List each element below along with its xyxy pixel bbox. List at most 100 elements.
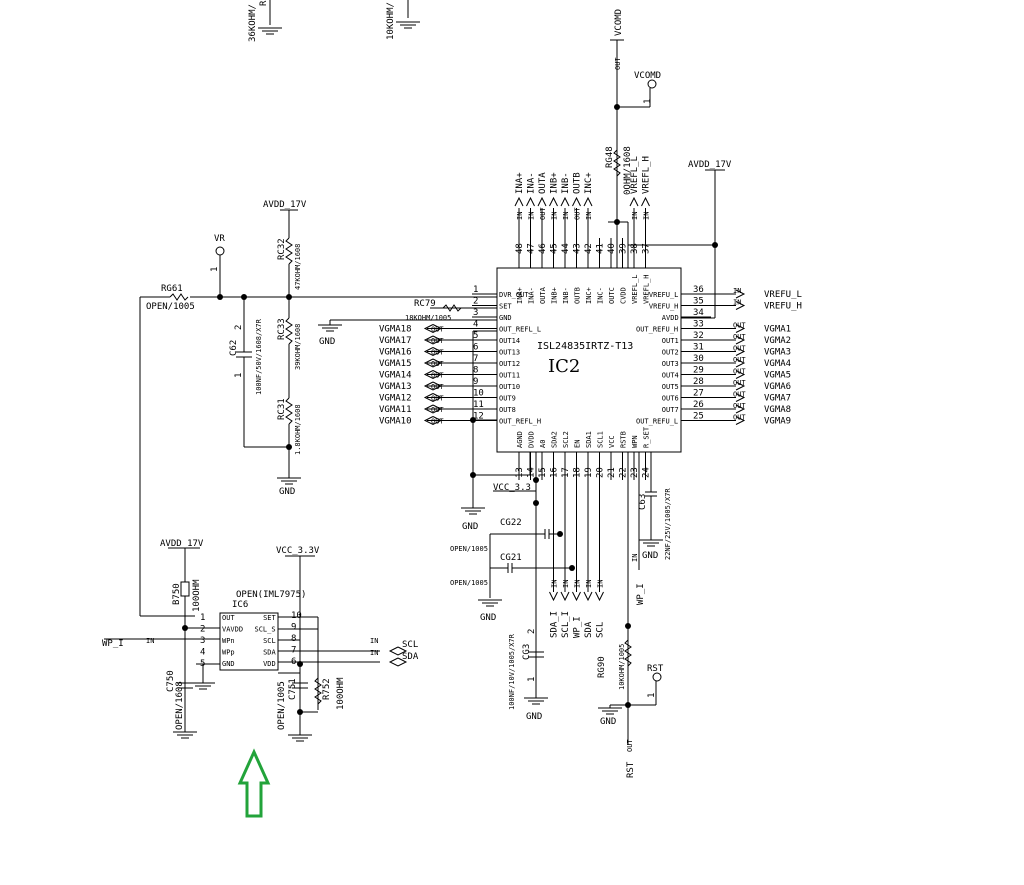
ic2-pin-number: 14 [527,467,537,478]
ic2-pin-name: OUTB [574,287,582,304]
bottom-net-port [583,591,593,602]
ic2-pin-name: OUT9 [499,395,516,403]
bottom-net-label: SDA [584,621,594,638]
left-net-port [423,381,443,391]
wp-port-dir: IN [631,554,639,562]
ic2-pin-name: SDA1 [585,431,593,448]
ic2-pin-name: OUT6 [662,395,679,403]
ic2-pin-number: 39 [619,243,629,254]
ic2-reference: IC2 [548,356,580,377]
ic2-pin-number: 29 [693,366,704,376]
gnd-rc31-label: GND [279,487,295,497]
ic2-pin-name: OUT2 [662,349,679,357]
ic2-pin-number: 9 [473,377,478,387]
c750-value: OPEN/1608 [175,681,185,730]
top-net-dir: IN [631,212,639,220]
ic2-pin-name: VCC [608,435,616,448]
vcomd-test-point-pin: 1 [643,99,653,104]
r752-ref: R752 [322,678,332,700]
ic6-pin-number: 9 [291,623,296,633]
right-net-label: VREFU_L [764,290,802,300]
ic6-pin-number: 5 [200,659,205,669]
b750-ref: B750 [172,583,182,605]
ic2-pin-name: INC+ [585,287,593,304]
rst-test-point-pin: 1 [647,693,657,698]
cg22-value: OPEN/1005 [450,545,488,553]
ic2-pin-name: SCL2 [562,431,570,448]
right-net-port [735,347,746,356]
ic2-pin-name: GND [499,314,512,322]
cg3-pin2: 2 [527,629,537,634]
left-net-label: VGMA10 [379,417,412,427]
top-resistor-1-ref-cut: R [259,0,269,6]
left-net-port [423,393,443,403]
bottom-net-dir: IN [597,580,605,588]
ic6-pin-name: OUT [222,614,235,622]
ic2-pin-name: A0 [539,440,547,448]
top-net-dir: IN [562,212,570,220]
right-net-dir: OUT [733,402,746,410]
right-net-port [735,335,746,345]
cg21-ref: CG21 [500,553,522,563]
top-net-port [641,196,650,207]
bottom-net-port [595,591,604,602]
left-net-dir: OUT [431,337,444,345]
ic2-pin-name: OUT8 [499,406,516,414]
rc32-ref: RC32 [277,238,287,260]
ic2-pin-name: VREFL_H [643,274,651,304]
ic2-pin-name: OUT11 [499,372,520,380]
ic2-pin-number: 2 [473,297,478,307]
rc31-ref: RC31 [277,398,287,420]
ic2-pin-number: 28 [693,377,704,387]
ic2-pin-number: 48 [515,243,525,254]
ic6-pin-name: SET [263,614,276,622]
rg90-value: 10KOHM/1005 [618,644,626,690]
right-net-label: VGMA6 [764,382,791,392]
ic2-pin-name: INC- [597,287,605,304]
top-net-dir: IN [643,212,651,220]
right-net-label: VGMA9 [764,417,791,427]
bottom-net-label: SCL_I [561,611,571,638]
ic2-pin-name: WPN [631,435,639,448]
ic6-pin-name: SCL [263,637,276,645]
ic2-pin-name: OUT12 [499,360,520,368]
bottom-net-dir: IN [562,580,570,588]
rc31-value: 1.8KOHM/1608 [294,404,302,455]
right-net-port [735,324,746,333]
ic2-pin-number: 3 [473,308,478,318]
right-net-port [735,381,746,391]
right-net-dir: OUT [733,379,746,387]
right-net-label: VGMA4 [764,359,791,369]
ic2-pin-number: 23 [630,467,640,478]
bottom-net-dir: IN [551,580,559,588]
top-net-label: INB+ [550,172,560,194]
schematic-static: 36KOHM/ 10KOHM/ R ISL24835IRTZ-T13 IC2 O… [102,0,732,818]
bottom-net-port [560,591,570,602]
ic6-pin-name: SDA [263,649,276,657]
ic2-pin-number: 13 [515,467,525,478]
ic2-pin-name: OUT10 [499,383,520,391]
ic2-pin-number: 8 [473,366,478,376]
c62-capacitor: C62 2 1 100NF/50V/1608/X7R [229,297,289,448]
right-net-port [735,289,746,299]
right-net-label: VGMA2 [764,336,791,346]
ic2-pin-number: 40 [607,243,617,254]
ic6-body [219,612,279,671]
rg90-ref: RG90 [597,656,607,678]
right-net-dir: IN [733,299,741,307]
cg3-value: 100NF/10V/1005/X7R [508,633,516,710]
ic2-pin-number: 10 [473,389,484,399]
top-partial-resistors: 36KOHM/ 10KOHM/ R [248,0,409,42]
ic2-pin-number: 7 [473,354,478,364]
left-net-dir: OUT [431,360,444,368]
top-net-dir: OUT [574,207,582,220]
right-net-port [735,416,746,425]
right-net-dir: OUT [733,391,746,399]
ic2-pin-number: 38 [630,243,640,254]
top-net-label: INA- [527,172,537,194]
left-net-port [423,358,443,368]
bottom-net-label: WP_I [573,616,583,638]
rc33-ref: RC33 [277,318,287,340]
ic2-pin-number: 34 [693,308,704,318]
ic2-pin-number: 25 [693,412,704,422]
